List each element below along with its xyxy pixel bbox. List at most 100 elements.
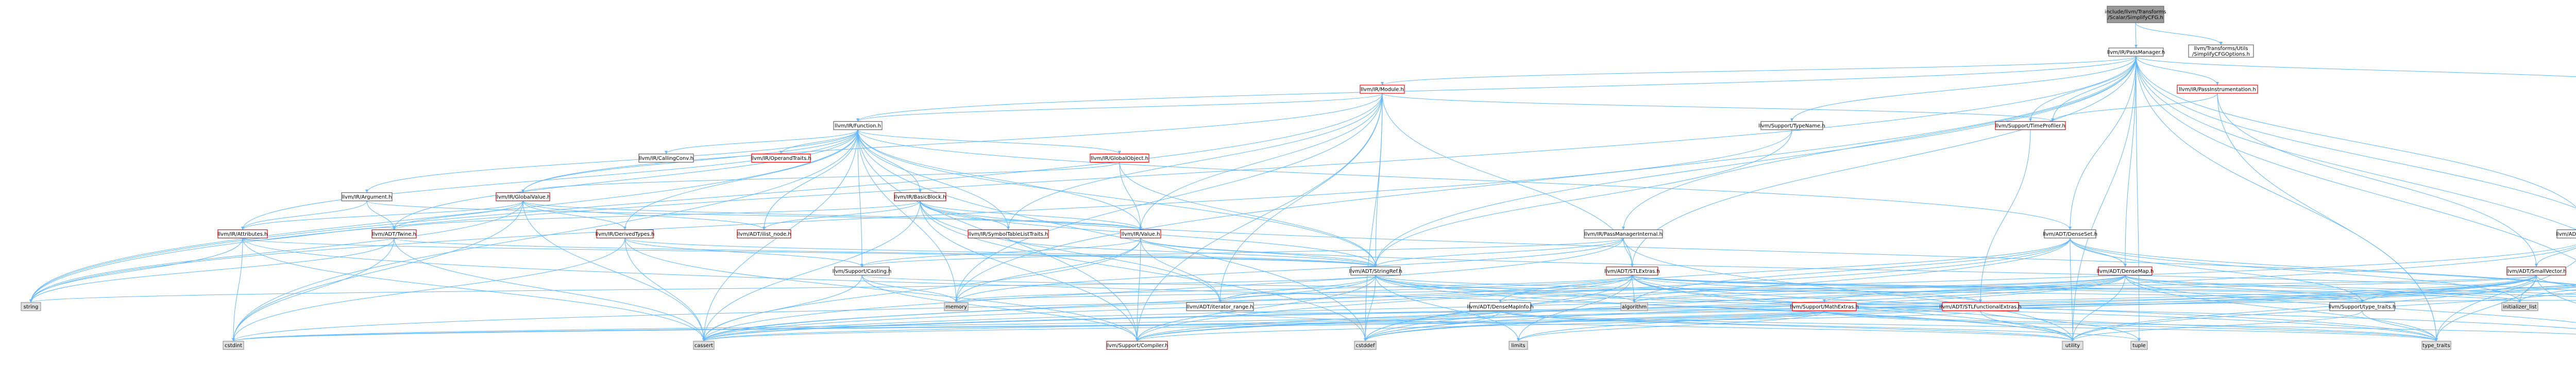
edge-denseset-to-densemapinfo <box>1499 238 2071 303</box>
node-string[interactable]: string <box>21 302 41 312</box>
node-iterator_range[interactable]: llvm/ADT/iterator_range.h <box>1186 302 1254 312</box>
node-cstddef[interactable]: cstddef <box>1354 340 1377 350</box>
node-limits[interactable]: limits <box>1509 340 1528 350</box>
type_traits-box <box>2421 340 2451 350</box>
edge-smallvector-to-cstring <box>2536 275 2576 304</box>
edge-derivedtypes-to-compiler <box>624 238 1139 341</box>
edge-densemap-to-initializer_list <box>2125 275 2521 303</box>
edge-stlextras-to-cassert <box>702 275 1633 341</box>
edge-value-to-stringref <box>1140 238 1377 267</box>
edge-passmanager-to-type_traits <box>2136 56 2438 341</box>
node-passmanager[interactable]: llvm/IR/PassManager.h <box>2107 47 2165 57</box>
edge-smallvector-to-limits <box>1517 275 2537 341</box>
value-box <box>1120 229 1161 239</box>
edge-twine-to-stringref <box>394 238 1377 267</box>
node-stlextras[interactable]: llvm/ADT/STLExtras.h <box>1604 266 1660 276</box>
node-densemapinfo_ir[interactable]: llvm/IR/PassManagerInternal.h <box>1584 229 1663 239</box>
stlfunctionalextras-box <box>1942 302 2019 312</box>
edge-densemap-to-densemapinfo <box>1499 275 2126 303</box>
edge-stringref-to-string <box>29 275 1376 303</box>
node-tuple[interactable]: tuple <box>2130 340 2148 350</box>
node-attributes[interactable]: llvm/IR/Attributes.h <box>217 229 268 239</box>
typename-label-0: llvm/Support/TypeName.h <box>1758 123 1825 129</box>
node-symboltablelisttraits[interactable]: llvm/IR/SymbolTableListTraits.h <box>968 229 1049 239</box>
edge-passmanager-to-list <box>2136 56 2576 77</box>
node-root[interactable]: include/llvm/Transforms/Scalar/SimplifyC… <box>2105 6 2166 23</box>
node-casting[interactable]: llvm/Support/Casting.h <box>833 266 892 276</box>
edge-passmanager-to-iterator <box>2136 56 2576 230</box>
tuple-label-0: tuple <box>2132 343 2146 349</box>
edge-twine-to-string <box>29 238 395 303</box>
node-basicblock[interactable]: llvm/IR/BasicBlock.h <box>894 192 946 202</box>
node-argument[interactable]: llvm/IR/Argument.h <box>341 192 393 202</box>
node-function[interactable]: llvm/IR/Function.h <box>833 121 883 130</box>
node-module[interactable]: llvm/IR/Module.h <box>1360 85 1405 94</box>
edge-passinstrumentation-to-type_traits <box>2217 93 2438 341</box>
cassert-box <box>693 340 715 350</box>
edge-globalvalue-to-string <box>29 201 523 303</box>
node-type_traits[interactable]: type_traits <box>2421 340 2451 350</box>
edge-function-to-cstdint <box>232 129 858 341</box>
edge-passmanager-to-stringref <box>1374 56 2137 267</box>
edge-densemapinfo-to-type_traits <box>1500 310 2438 341</box>
edge-value-to-iterator_range <box>1140 238 1222 303</box>
edge-denseset-to-initializer_list <box>2070 238 2521 303</box>
edge-basicblock-to-cassert <box>702 201 921 341</box>
node-callingconv[interactable]: llvm/IR/CallingConv.h <box>638 153 694 163</box>
node-timeprofiler[interactable]: llvm/Support/TimeProfiler.h <box>1995 121 2066 130</box>
stlextras-box <box>1606 266 1658 276</box>
edge-attributes-to-cassert <box>242 238 705 341</box>
edge-stlextras-to-limits <box>1517 275 1633 341</box>
edge-densemapinfo_ir-to-memory <box>955 238 1624 303</box>
edge-passmanager-to-densemapinfo_ir <box>1622 56 2137 230</box>
node-initializer_list[interactable]: initializer_list <box>2501 302 2538 312</box>
edge-function-to-argument <box>365 129 858 193</box>
edge-value-to-iterator <box>1140 238 2576 291</box>
edge-passmanager-to-module <box>1381 56 2137 86</box>
simplifycfgoptions-label-0: llvm/Transforms/Utils <box>2194 46 2248 52</box>
edge-basicblock-to-symboltablelisttraits <box>920 201 1010 230</box>
node-compiler[interactable]: llvm/Support/Compiler.h <box>1106 340 1168 350</box>
edge-stlfunctionalextras-to-cstdint <box>232 310 1981 341</box>
node-cstdint[interactable]: cstdint <box>223 340 244 350</box>
edge-function-to-callingconv <box>665 129 858 154</box>
node-globalobject[interactable]: llvm/IR/GlobalObject.h <box>1090 153 1149 163</box>
edge-function-to-attributes <box>241 129 858 230</box>
node-mathextras[interactable]: llvm/Support/MathExtras.h <box>1790 302 1859 312</box>
node-typename[interactable]: llvm/Support/TypeName.h <box>1758 121 1825 130</box>
smallvector-label-0: llvm/ADT/SmallVector.h <box>2506 269 2567 274</box>
node-value[interactable]: llvm/IR/Value.h <box>1120 229 1161 239</box>
node-globalvalue[interactable]: llvm/IR/GlobalValue.h <box>496 192 551 202</box>
edge-function-to-value <box>857 129 1142 230</box>
mathextras-box <box>1792 302 1857 312</box>
node-ilist_node[interactable]: llvm/ADT/ilist_node.h <box>737 229 791 239</box>
string-label-0: string <box>24 304 39 310</box>
node-stlfunctionalextras[interactable]: llvm/ADT/STLFunctionalExtras.h <box>1939 302 2022 312</box>
densemapinfo_ir-box <box>1584 229 1663 239</box>
node-derivedtypes[interactable]: llvm/IR/DerivedTypes.h <box>596 229 655 239</box>
node-smallvector[interactable]: llvm/ADT/SmallVector.h <box>2506 266 2567 276</box>
derivedtypes-label-0: llvm/IR/DerivedTypes.h <box>596 232 655 237</box>
passinstrumentation-box <box>2177 85 2258 94</box>
node-cassert[interactable]: cassert <box>693 340 715 350</box>
node-twine[interactable]: llvm/ADT/Twine.h <box>371 229 417 239</box>
edge-stringref-to-cstddef <box>1364 275 1376 341</box>
node-stringref[interactable]: llvm/ADT/StringRef.h <box>1349 266 1402 276</box>
node-simplifycfgoptions[interactable]: llvm/Transforms/Utils/SimplifyCFGOptions… <box>2188 44 2254 58</box>
node-densemap[interactable]: llvm/ADT/DenseMap.h <box>2097 266 2154 276</box>
edge-function-to-operandtraits <box>779 129 858 154</box>
node-type_traits_support[interactable]: llvm/Support/type_traits.h <box>2329 302 2396 312</box>
node-operandtraits[interactable]: llvm/IR/OperandTraits.h <box>751 153 811 163</box>
node-tinyptrvector[interactable]: llvm/ADT/TinyPtrVector.h <box>2556 229 2576 239</box>
node-memory[interactable]: memory <box>944 302 969 312</box>
node-algorithm[interactable]: algorithm <box>1620 302 1648 312</box>
node-passinstrumentation[interactable]: llvm/IR/PassInstrumentation.h <box>2177 85 2258 94</box>
node-densemapinfo[interactable]: llvm/ADT/DenseMapInfo.h <box>1467 302 1534 312</box>
symboltablelisttraits-label-0: llvm/IR/SymbolTableListTraits.h <box>969 232 1048 237</box>
edge-passmanager-to-stlextras <box>1631 56 2137 267</box>
node-denseset[interactable]: llvm/ADT/DenseSet.h <box>2043 229 2097 239</box>
edge-basicblock-to-iterator <box>920 201 2576 285</box>
edge-smallptrset-to-compiler <box>1136 286 2576 341</box>
node-utility[interactable]: utility <box>2062 340 2083 350</box>
edge-twine-to-cstdint <box>232 238 395 341</box>
